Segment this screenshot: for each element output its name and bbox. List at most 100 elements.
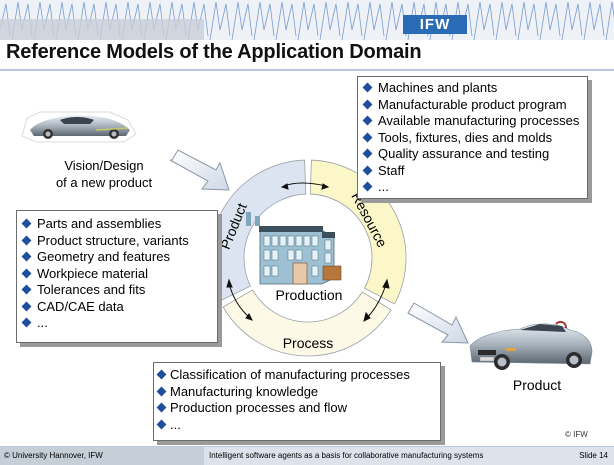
vision-caption: Vision/Design of a new product bbox=[44, 157, 164, 191]
diamond-bullet-icon bbox=[362, 115, 373, 126]
list-item-text: CAD/CAE data bbox=[37, 298, 124, 314]
factory-icon bbox=[246, 212, 342, 285]
factory-window bbox=[295, 249, 303, 261]
image-credit: © IFW bbox=[565, 430, 588, 439]
footer: © University Hannover, IFW Intelligent s… bbox=[0, 446, 614, 465]
header-pattern-stroke bbox=[605, 1, 614, 40]
header-pattern-stroke bbox=[385, 1, 407, 40]
factory-window bbox=[263, 249, 271, 261]
list-item: Classification of manufacturing processe… bbox=[154, 367, 440, 384]
header-pattern-stroke bbox=[517, 1, 539, 40]
segment-label-process: Process bbox=[283, 335, 334, 351]
header-pattern-stroke bbox=[209, 1, 231, 40]
ifw-logo: IFW bbox=[403, 15, 467, 34]
factory-window bbox=[324, 239, 332, 251]
diamond-bullet-icon bbox=[156, 386, 167, 396]
list-item-text: Product structure, variants bbox=[37, 232, 189, 248]
factory-window bbox=[287, 235, 295, 247]
factory-window bbox=[271, 249, 279, 261]
factory-window bbox=[263, 235, 271, 247]
list-item-text: Tools, fixtures, dies and molds bbox=[378, 129, 553, 145]
list-item-text: Quality assurance and testing bbox=[378, 146, 550, 161]
process-list: Classification of manufacturing processe… bbox=[154, 367, 440, 433]
roadster-car-image bbox=[469, 320, 593, 370]
footer-slide-number: Slide 14 bbox=[579, 451, 608, 460]
factory-window bbox=[279, 235, 287, 247]
page-title: Reference Models of the Application Doma… bbox=[6, 41, 422, 63]
factory-window bbox=[263, 265, 271, 277]
list-item-text: Workpiece material bbox=[37, 265, 149, 281]
list-item: Manufacturing knowledge bbox=[154, 384, 440, 401]
diamond-bullet-icon bbox=[21, 235, 32, 245]
header-pattern-stroke bbox=[341, 1, 363, 40]
list-item-text: Production processes and flow bbox=[170, 400, 348, 415]
diamond-bullet-icon bbox=[156, 402, 167, 413]
list-item: ... bbox=[154, 417, 440, 434]
concept-car-sketch bbox=[21, 111, 137, 143]
footer-copyright: © University Hannover, IFW bbox=[4, 451, 103, 460]
list-item: ... bbox=[360, 179, 587, 196]
diamond-bullet-icon bbox=[362, 82, 373, 93]
diamond-bullet-icon bbox=[21, 268, 32, 278]
output-arrow bbox=[407, 302, 469, 344]
list-item: Geometry and features bbox=[19, 249, 217, 266]
list-item: Machines and plants bbox=[360, 80, 587, 97]
list-item-text: Machines and plants bbox=[378, 80, 498, 95]
process-box: Classification of manufacturing processe… bbox=[153, 362, 441, 441]
list-item: Tolerances and fits bbox=[19, 282, 217, 299]
list-item: Production processes and flow bbox=[154, 400, 440, 417]
list-item: CAD/CAE data bbox=[19, 299, 217, 316]
list-item-text: ... bbox=[378, 179, 389, 194]
list-item: Parts and assemblies bbox=[19, 216, 217, 233]
factory-window bbox=[271, 235, 279, 247]
vision-caption-line1: Vision/Design bbox=[64, 158, 144, 173]
diamond-bullet-icon bbox=[21, 301, 32, 311]
factory-window bbox=[311, 265, 319, 277]
factory-window bbox=[271, 265, 279, 277]
factory-window bbox=[295, 235, 303, 247]
diamond-bullet-icon bbox=[21, 317, 32, 328]
diamond-bullet-icon bbox=[362, 148, 373, 159]
header-pattern-stroke bbox=[231, 1, 253, 40]
list-item: Product structure, variants bbox=[19, 233, 217, 250]
list-item: Staff bbox=[360, 163, 587, 180]
diamond-bullet-icon bbox=[362, 99, 373, 109]
factory-window bbox=[303, 235, 311, 247]
list-item: Tools, fixtures, dies and molds bbox=[360, 130, 587, 147]
list-item: ... bbox=[19, 315, 217, 332]
factory-window bbox=[324, 252, 332, 264]
ring-segment-process bbox=[222, 289, 392, 357]
footer-presentation-title: Intelligent software agents as a basis f… bbox=[209, 451, 484, 460]
header-shade bbox=[0, 19, 204, 40]
factory-window bbox=[311, 235, 319, 247]
factory-window bbox=[311, 249, 319, 261]
list-item: Workpiece material bbox=[19, 266, 217, 283]
header-band: IFW bbox=[0, 0, 614, 40]
list-item-text: Geometry and features bbox=[37, 249, 170, 264]
header-pattern-stroke bbox=[319, 1, 341, 40]
product-caption: Product bbox=[512, 377, 562, 393]
list-item-text: Manufacturing knowledge bbox=[170, 383, 319, 399]
diamond-bullet-icon bbox=[362, 132, 373, 142]
diamond-bullet-icon bbox=[21, 218, 32, 229]
diamond-bullet-icon bbox=[156, 419, 167, 429]
factory-window bbox=[287, 249, 295, 261]
header-pattern-stroke bbox=[363, 1, 385, 40]
vision-caption-line2: of a new product bbox=[55, 175, 153, 190]
diamond-bullet-icon bbox=[362, 165, 373, 175]
list-item-text: Classification of manufacturing processe… bbox=[170, 367, 410, 382]
header-pattern-stroke bbox=[253, 1, 275, 40]
title-divider bbox=[0, 69, 614, 71]
header-pattern-stroke bbox=[275, 1, 297, 40]
diamond-bullet-icon bbox=[21, 284, 32, 295]
diamond-bullet-icon bbox=[21, 251, 32, 262]
list-item-text: Staff bbox=[378, 162, 405, 178]
list-item-text: Available manufacturing processes bbox=[378, 113, 580, 128]
center-label-production: Production bbox=[276, 287, 343, 303]
list-item: Quality assurance and testing bbox=[360, 146, 587, 163]
